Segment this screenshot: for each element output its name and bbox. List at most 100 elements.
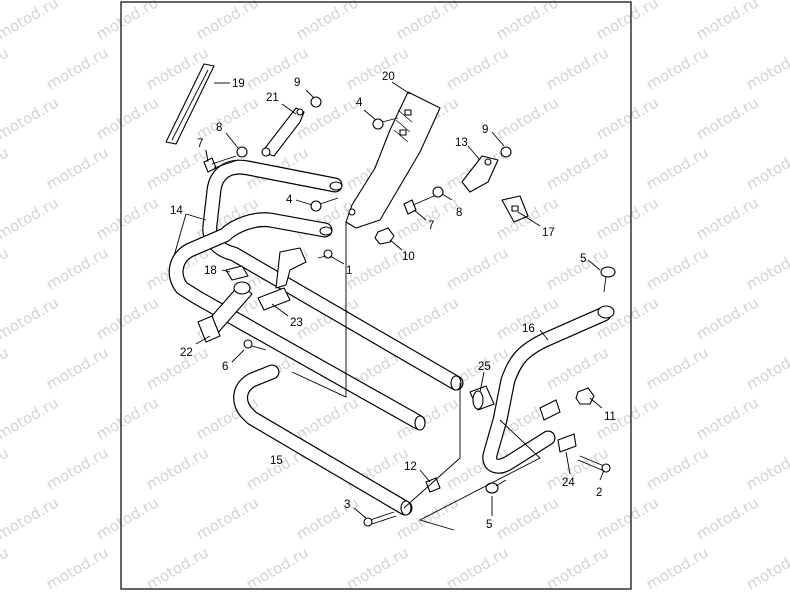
watermark-text: motod.ru bbox=[143, 443, 212, 493]
watermark-text: motod.ru bbox=[393, 0, 462, 43]
watermark-text: motod.ru bbox=[0, 393, 62, 443]
watermark-text: motod.ru bbox=[43, 143, 112, 193]
callout-14: 14 bbox=[170, 205, 183, 217]
watermark-text: motod.ru bbox=[243, 43, 312, 93]
watermark-text: motod.ru bbox=[443, 43, 512, 93]
watermark-text: motod.ru bbox=[0, 93, 62, 143]
watermark-text: motod.ru bbox=[93, 93, 162, 143]
nut-part-11 bbox=[575, 387, 595, 405]
watermark-text: motod.ru bbox=[593, 493, 662, 543]
watermark-text: motod.ru bbox=[293, 0, 362, 43]
callout-15: 15 bbox=[270, 455, 283, 467]
watermark-text: motod.ru bbox=[0, 43, 12, 93]
watermark-text: motod.ru bbox=[0, 193, 62, 243]
watermark-text: motod.ru bbox=[43, 343, 112, 393]
bolt-part-7-right bbox=[403, 195, 435, 215]
leader-lines bbox=[173, 81, 605, 519]
callout-4-mid: 4 bbox=[286, 194, 293, 206]
watermark-text: motod.ru bbox=[743, 243, 790, 293]
nut-part-9-right bbox=[500, 146, 512, 158]
watermark-text: motod.ru bbox=[743, 443, 790, 493]
callout-9-right: 9 bbox=[482, 124, 488, 136]
watermark-text: motod.ru bbox=[293, 93, 362, 143]
watermark-text: motod.ru bbox=[693, 193, 762, 243]
callout-21: 21 bbox=[266, 92, 279, 104]
watermark-text: motod.ru bbox=[693, 493, 762, 543]
watermark-text: motod.ru bbox=[93, 0, 162, 43]
tube-frame-part-15 bbox=[233, 364, 413, 516]
screw-part-1 bbox=[317, 249, 333, 259]
callout-7-right: 7 bbox=[428, 220, 434, 232]
watermark-text: motod.ru bbox=[693, 0, 762, 43]
callout-13: 13 bbox=[455, 137, 468, 149]
callout-18: 18 bbox=[204, 265, 217, 277]
watermark-text: motod.ru bbox=[293, 493, 362, 543]
callout-2: 2 bbox=[596, 487, 602, 499]
callout-16: 16 bbox=[522, 323, 535, 335]
watermark-text: motod.ru bbox=[243, 543, 312, 593]
watermark-text: motod.ru bbox=[643, 143, 712, 193]
screw-part-5-top bbox=[600, 266, 616, 293]
watermark-text: motod.ru bbox=[593, 193, 662, 243]
clamp-part-24 bbox=[557, 433, 577, 453]
watermark-text: motod.ru bbox=[543, 443, 612, 493]
watermark-text: motod.ru bbox=[0, 343, 12, 393]
watermark-text: motod.ru bbox=[43, 243, 112, 293]
nut-part-9-top bbox=[310, 96, 322, 108]
bolt-part-7-left bbox=[203, 155, 239, 173]
clamp-part-13 bbox=[461, 155, 499, 193]
watermark-text: motod.ru bbox=[293, 393, 362, 443]
screw-part-6 bbox=[243, 339, 267, 351]
watermark-text: motod.ru bbox=[643, 543, 712, 593]
watermark-text: motod.ru bbox=[643, 243, 712, 293]
watermark-text: motod.ru bbox=[693, 293, 762, 343]
watermark-text: motod.ru bbox=[143, 143, 212, 193]
watermark-text: motod.ru bbox=[0, 0, 62, 43]
callout-1: 1 bbox=[346, 265, 352, 277]
callout-6: 6 bbox=[222, 361, 228, 373]
watermark-text: motod.ru bbox=[493, 493, 562, 543]
watermark-text: motod.ru bbox=[543, 243, 612, 293]
watermark-text: motod.ru bbox=[543, 143, 612, 193]
watermark-text: motod.ru bbox=[43, 443, 112, 493]
screw-part-3 bbox=[363, 511, 397, 527]
washer-part-8-right bbox=[432, 186, 444, 198]
screw-part-4-top bbox=[372, 117, 399, 130]
watermark-text: motod.ru bbox=[0, 443, 12, 493]
watermark-text: motod.ru bbox=[0, 543, 12, 593]
watermark-text: motod.ru bbox=[643, 443, 712, 493]
watermark-text: motod.ru bbox=[543, 543, 612, 593]
callout-22: 22 bbox=[180, 347, 193, 359]
watermark-text: motod.ru bbox=[693, 393, 762, 443]
callout-5-top: 5 bbox=[580, 253, 586, 265]
watermark-text: motod.ru bbox=[0, 243, 12, 293]
pad-part-18 bbox=[225, 265, 249, 281]
washer-part-8-left bbox=[236, 146, 248, 158]
watermark-text: motod.ru bbox=[543, 43, 612, 93]
watermark-text: motod.ru bbox=[493, 93, 562, 143]
watermark-text: motod.ru bbox=[743, 543, 790, 593]
watermark-text: motod.ru bbox=[343, 543, 412, 593]
screw-part-5-bottom bbox=[485, 479, 507, 494]
watermark-text: motod.ru bbox=[593, 93, 662, 143]
callout-12: 12 bbox=[404, 461, 417, 473]
callout-9-top: 9 bbox=[294, 77, 300, 89]
watermark-text: motod.ru bbox=[93, 193, 162, 243]
callout-5-bottom: 5 bbox=[486, 519, 492, 531]
watermark-text: motod.ru bbox=[343, 43, 412, 93]
watermark-text: motod.ru bbox=[93, 493, 162, 543]
callout-10: 10 bbox=[402, 251, 415, 263]
coupling-sleeve-25 bbox=[469, 385, 495, 411]
assembly-lines bbox=[291, 222, 541, 531]
watermark-text: motod.ru bbox=[43, 43, 112, 93]
watermark-text: motod.ru bbox=[743, 343, 790, 393]
callout-17: 17 bbox=[542, 227, 555, 239]
callouts: 19 21 9 20 4 8 7 13 9 4 14 8 7 17 10 1 1… bbox=[170, 71, 616, 531]
callout-3: 3 bbox=[344, 499, 350, 511]
diagram-frame bbox=[120, 1, 632, 590]
watermark-text: motod.ru bbox=[43, 543, 112, 593]
watermark-text: motod.ru bbox=[743, 143, 790, 193]
watermark-text: motod.ru bbox=[193, 493, 262, 543]
watermark-text: motod.ru bbox=[0, 293, 62, 343]
